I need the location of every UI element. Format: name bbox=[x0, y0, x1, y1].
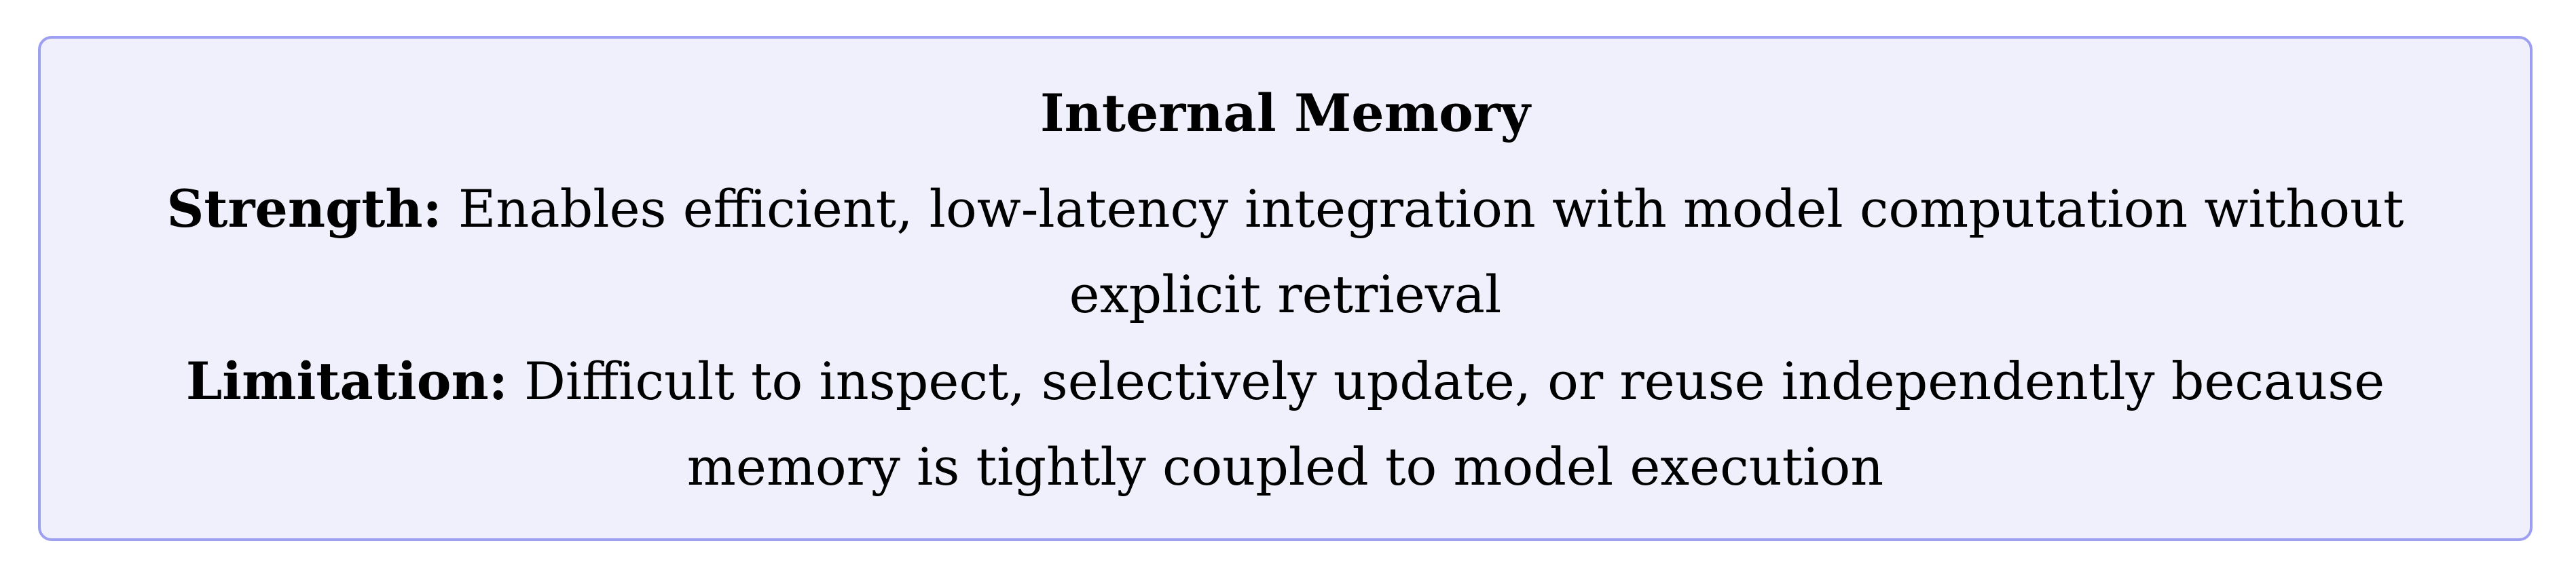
internal-memory-card: Internal Memory Strength: Enables effici… bbox=[38, 36, 2533, 541]
strength-paragraph: Strength: Enables efficient, low-latency… bbox=[95, 166, 2476, 337]
limitation-text: Difficult to inspect, selectively update… bbox=[523, 351, 2385, 497]
card-title: Internal Memory bbox=[1040, 83, 1530, 143]
limitation-label: Limitation: bbox=[185, 351, 508, 411]
strength-text: Enables efficient, low-latency integrati… bbox=[458, 179, 2404, 324]
strength-label: Strength: bbox=[166, 179, 442, 239]
limitation-paragraph: Limitation: Difficult to inspect, select… bbox=[95, 339, 2476, 510]
